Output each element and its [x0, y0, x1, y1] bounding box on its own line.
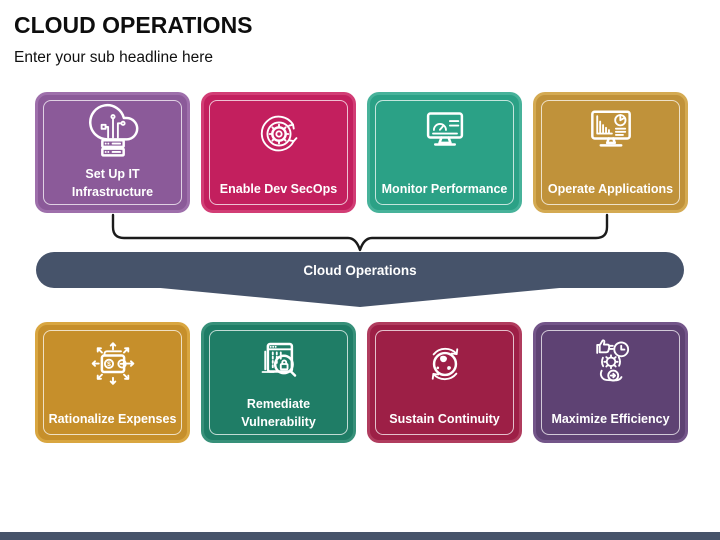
card-label: Monitor Performance [381, 181, 508, 196]
footer-bar [0, 532, 720, 540]
vulnerability-scan-lock-icon [261, 342, 296, 377]
card-operate-applications: Operate Applications [533, 92, 688, 213]
wallet-arrows-icon: $ [91, 342, 134, 385]
card-remediate-vulnerability: Remediate Vulnerability [201, 322, 356, 443]
card-enable-dev-secops: Enable Dev SecOps [201, 92, 356, 213]
page-subtitle: Enter your sub headline here [14, 49, 214, 66]
card-label: Remediate Vulnerability [241, 397, 316, 429]
card-monitor-performance: Monitor Performance [367, 92, 522, 213]
card-label: Set Up IT Infrastructure [71, 167, 154, 199]
card-label: Maximize Efficiency [551, 411, 670, 426]
banner-label: Cloud Operations [303, 262, 417, 278]
cloud-server-icon [88, 103, 138, 157]
card-label: Enable Dev SecOps [219, 181, 338, 196]
arrow-down-shape [150, 287, 570, 307]
card-label: Rationalize Expenses [48, 411, 177, 426]
page-title: CLOUD OPERATIONS [14, 12, 253, 38]
svg-text:$: $ [107, 361, 111, 368]
card-rationalize-expenses: $ Rationalize Expenses [35, 322, 190, 443]
card-label: Sustain Continuity [389, 411, 500, 426]
efficiency-hand-gear-clock-icon [595, 339, 629, 382]
card-maximize-efficiency: Maximize Efficiency [533, 322, 688, 443]
card-set-up-it-infrastructure: Set Up IT Infrastructure [35, 92, 190, 213]
applications-dashboard-icon [590, 110, 631, 147]
card-label: Operate Applications [547, 181, 674, 196]
card-sustain-continuity: Sustain Continuity [367, 322, 522, 443]
globe-sync-icon [431, 347, 458, 381]
cloud-operations-banner: Cloud Operations [36, 252, 684, 288]
devsecops-gear-cycle-icon [260, 115, 297, 152]
performance-gauge-monitor-icon [426, 112, 463, 146]
